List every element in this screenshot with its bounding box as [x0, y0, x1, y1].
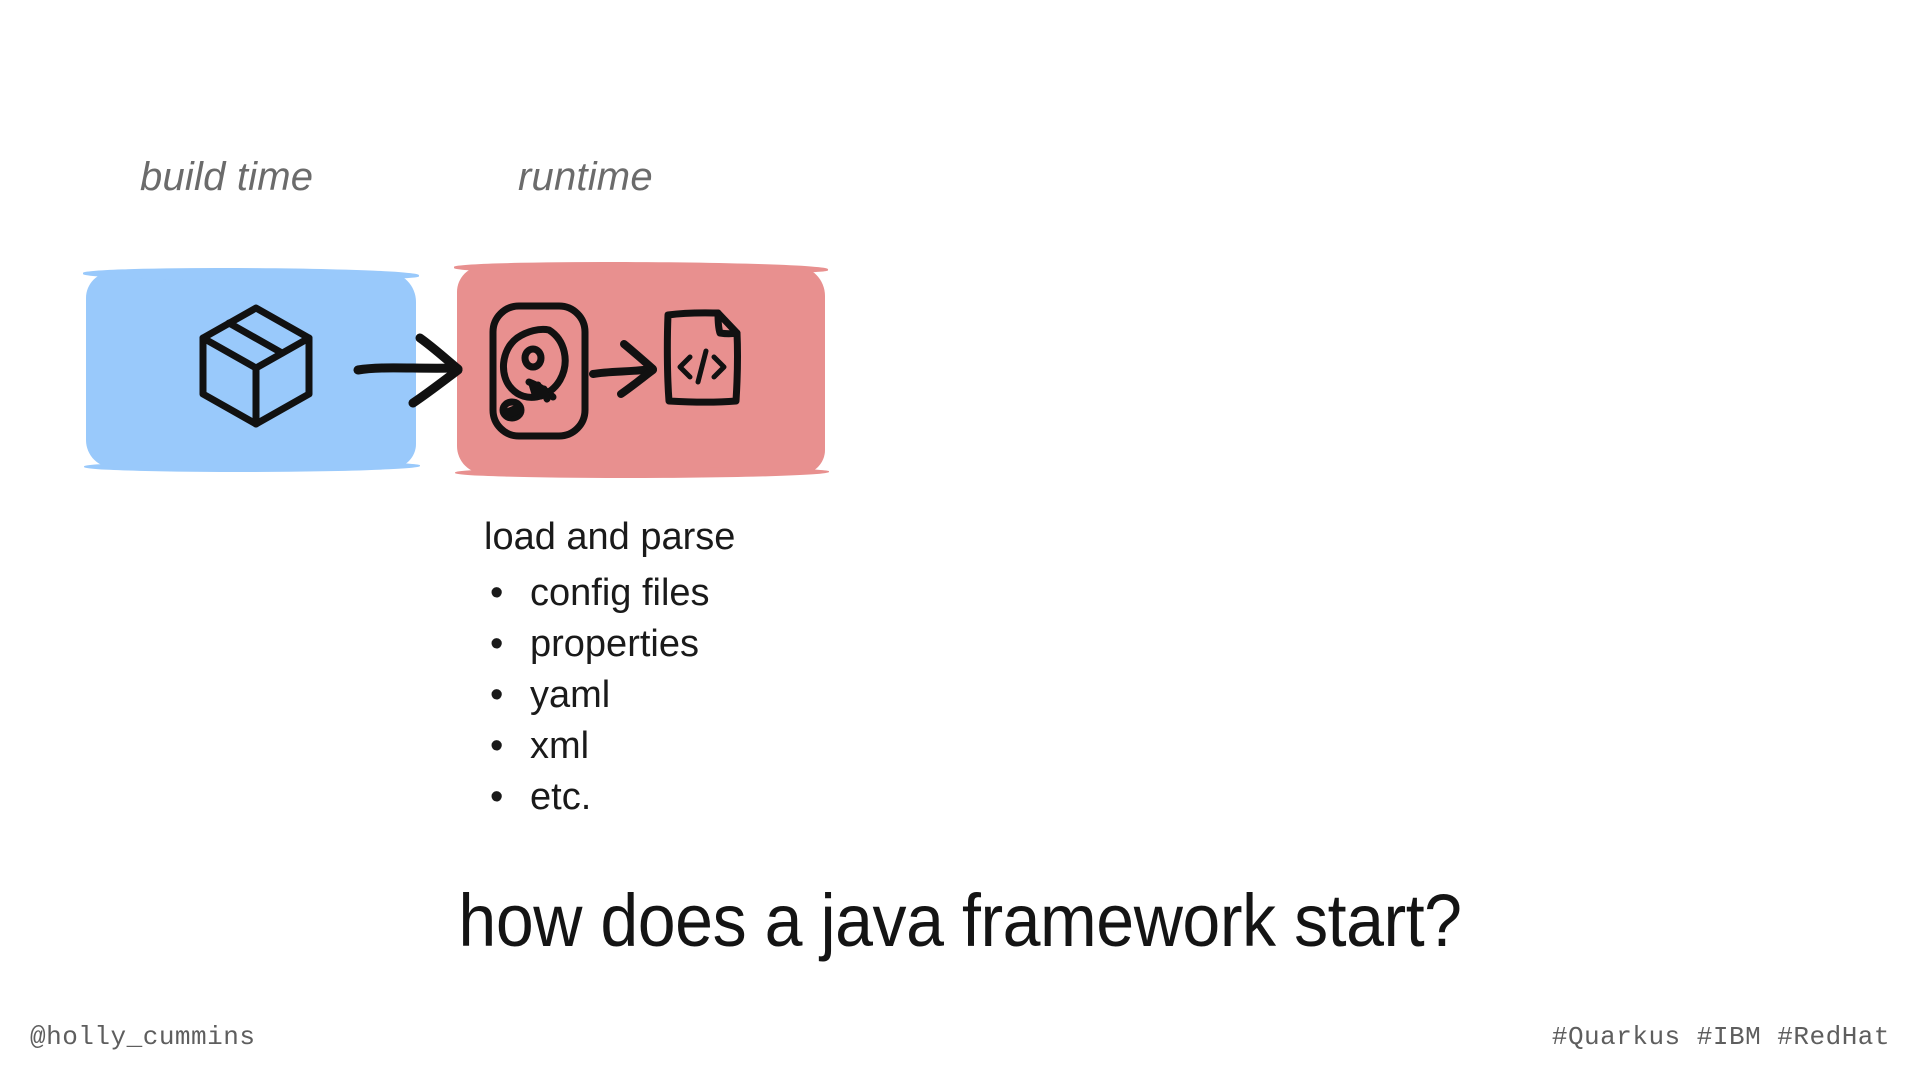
parse-item-list: • config files • properties • yaml • xml…: [484, 568, 1004, 823]
list-item: • etc.: [484, 772, 1004, 823]
load-and-parse-block: load and parse • config files • properti…: [484, 512, 1004, 823]
code-file-icon: [663, 309, 741, 406]
list-item-label: etc.: [530, 775, 592, 818]
footer-hashtags: #Quarkus #IBM #RedHat: [1551, 1022, 1890, 1052]
bullet-icon: •: [490, 724, 504, 767]
bullet-icon: •: [490, 775, 504, 818]
bullet-icon: •: [490, 572, 504, 615]
list-item-label: yaml: [530, 673, 611, 716]
list-item-label: properties: [530, 623, 699, 666]
arrow-right-icon: [353, 333, 463, 408]
package-box-icon: [199, 304, 313, 428]
bullet-icon: •: [490, 623, 504, 666]
arrow-right-icon: [589, 340, 657, 398]
list-item: • properties: [484, 619, 1004, 670]
phase-label-runtime: runtime: [518, 155, 653, 199]
parse-heading: load and parse: [484, 516, 736, 558]
page-title: how does a java framework start?: [458, 879, 1462, 962]
bullet-icon: •: [490, 673, 504, 716]
phase-label-build-time: build time: [140, 155, 314, 199]
list-item-label: xml: [530, 724, 590, 767]
hard-disk-icon: [489, 302, 589, 440]
list-item: • xml: [484, 721, 1004, 772]
list-item: • config files: [484, 568, 1004, 619]
list-item: • yaml: [484, 670, 1004, 721]
list-item-label: config files: [530, 572, 710, 615]
footer-handle: @holly_cummins: [30, 1022, 256, 1052]
